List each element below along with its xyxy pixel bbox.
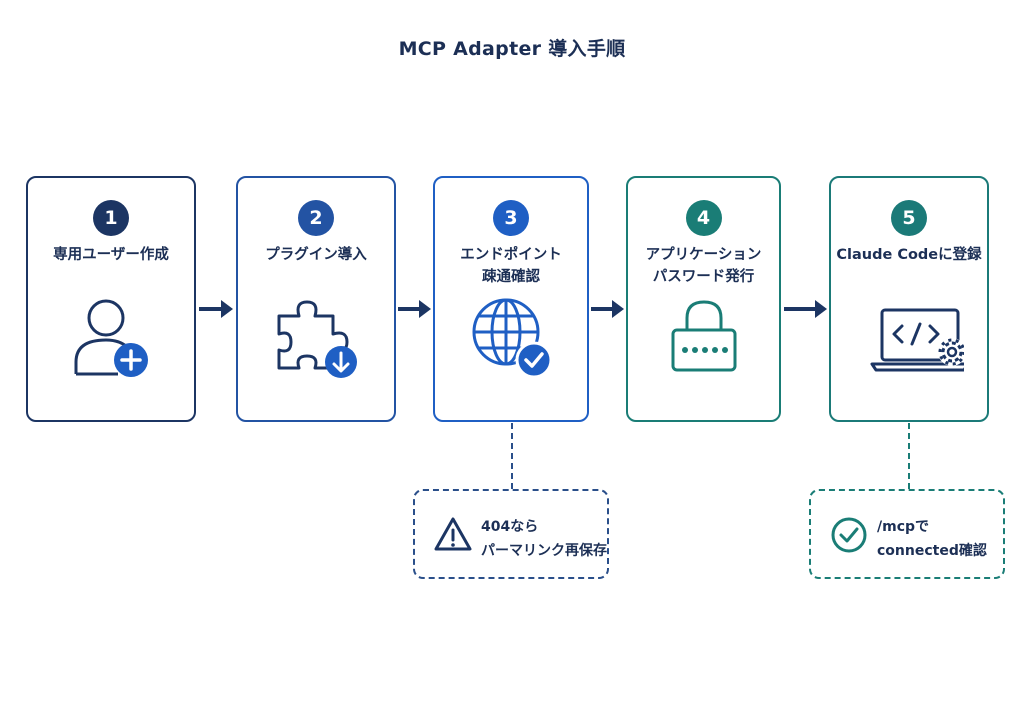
step-4-number: 4 (685, 200, 722, 236)
arrow-2-to-3 (398, 300, 431, 318)
globe-check-icon (472, 298, 553, 379)
step-5-number: 5 (891, 200, 927, 236)
step-4-label: アプリケーション パスワード発行 (645, 247, 762, 285)
step-2-card: 2 プラグイン導入 (236, 176, 396, 422)
step-2-label: プラグイン導入 (265, 247, 367, 263)
step-3-number: 3 (493, 200, 529, 236)
step-3-note: 404なら パーマリンク再保存 (413, 489, 609, 579)
arrow-4-to-5 (784, 300, 827, 318)
laptop-code-gear-icon (870, 308, 964, 372)
step-5-note: /mcpで connected確認 (809, 489, 1005, 579)
step-5-label: Claude Codeに登録 (836, 247, 982, 263)
step-1-label: 専用ユーザー作成 (53, 247, 169, 263)
step-3-card: 3 エンドポイント 疎通確認 (433, 176, 589, 422)
check-circle-icon (831, 517, 867, 553)
step-1-number: 1 (93, 200, 129, 236)
step-4-card: 4 アプリケーション パスワード発行 (626, 176, 781, 422)
arrow-1-to-2 (199, 300, 233, 318)
step-3-note-text: 404なら パーマリンク再保存 (481, 519, 607, 559)
step-1-card: 1 専用ユーザー作成 (26, 176, 196, 422)
warning-icon (434, 517, 472, 551)
step-5-note-text: /mcpで connected確認 (877, 519, 987, 559)
lock-password-icon (671, 300, 736, 372)
diagram-title: MCP Adapter 導入手順 (398, 38, 626, 60)
step-2-number: 2 (298, 200, 334, 236)
puzzle-download-icon (277, 300, 357, 378)
connector-step5-note (908, 423, 910, 489)
user-add-icon (74, 299, 148, 377)
step-5-card: 5 Claude Codeに登録 (829, 176, 989, 422)
step-3-label: エンドポイント 疎通確認 (460, 247, 562, 285)
connector-step3-note (511, 423, 513, 489)
arrow-3-to-4 (591, 300, 624, 318)
